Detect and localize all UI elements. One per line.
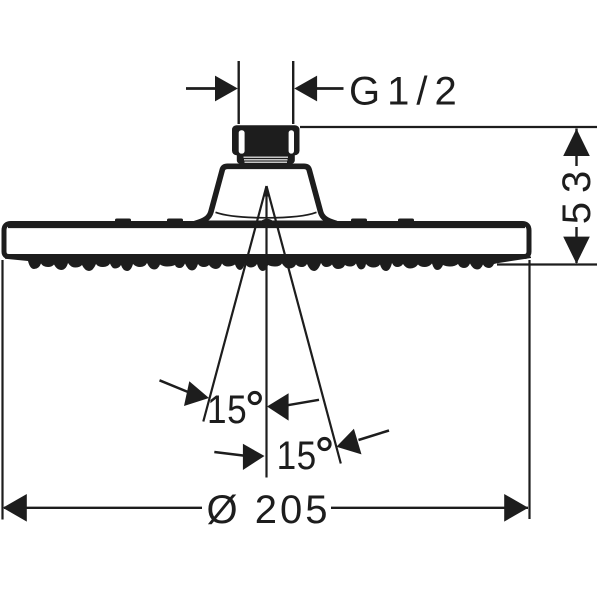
svg-text:Ø 205: Ø 205 bbox=[207, 488, 331, 532]
svg-text:15: 15 bbox=[207, 387, 247, 432]
svg-text:53: 53 bbox=[555, 162, 599, 225]
svg-text:G1/2: G1/2 bbox=[349, 70, 464, 114]
svg-text:15: 15 bbox=[277, 433, 317, 478]
